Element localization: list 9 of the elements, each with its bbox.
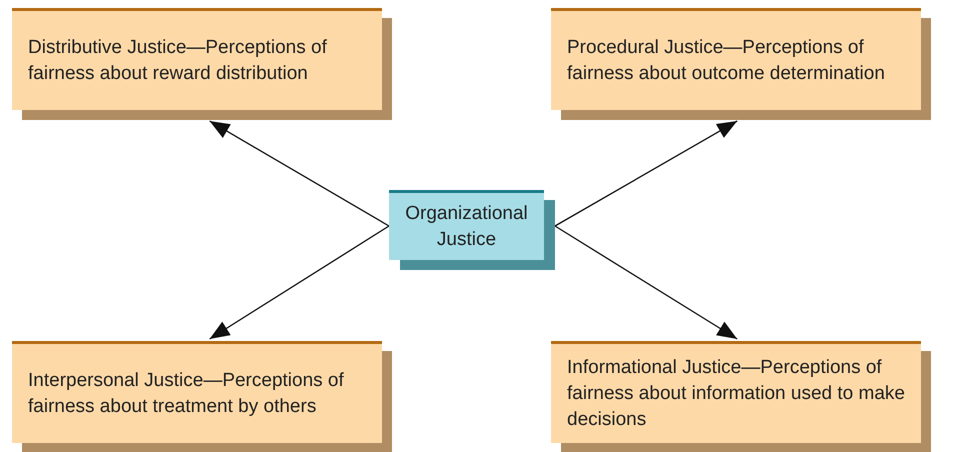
concept-text: Organizational Justice <box>404 202 529 252</box>
arrow <box>209 225 390 340</box>
concept-text: Procedural Justice—Perceptions of fairness about outcome determination <box>567 36 886 86</box>
concept-text: Interpersonal Justice—Perceptions of fairness about treatment by others <box>28 368 345 418</box>
arrow <box>554 225 738 340</box>
concept-text: Informational Justice—Perceptions of fairness about information used to make decisions <box>567 356 905 432</box>
arrow <box>554 120 738 227</box>
arrow <box>209 120 390 227</box>
concept-text: Distributive Justice—Perceptions of fairness about reward distribution <box>28 36 328 86</box>
